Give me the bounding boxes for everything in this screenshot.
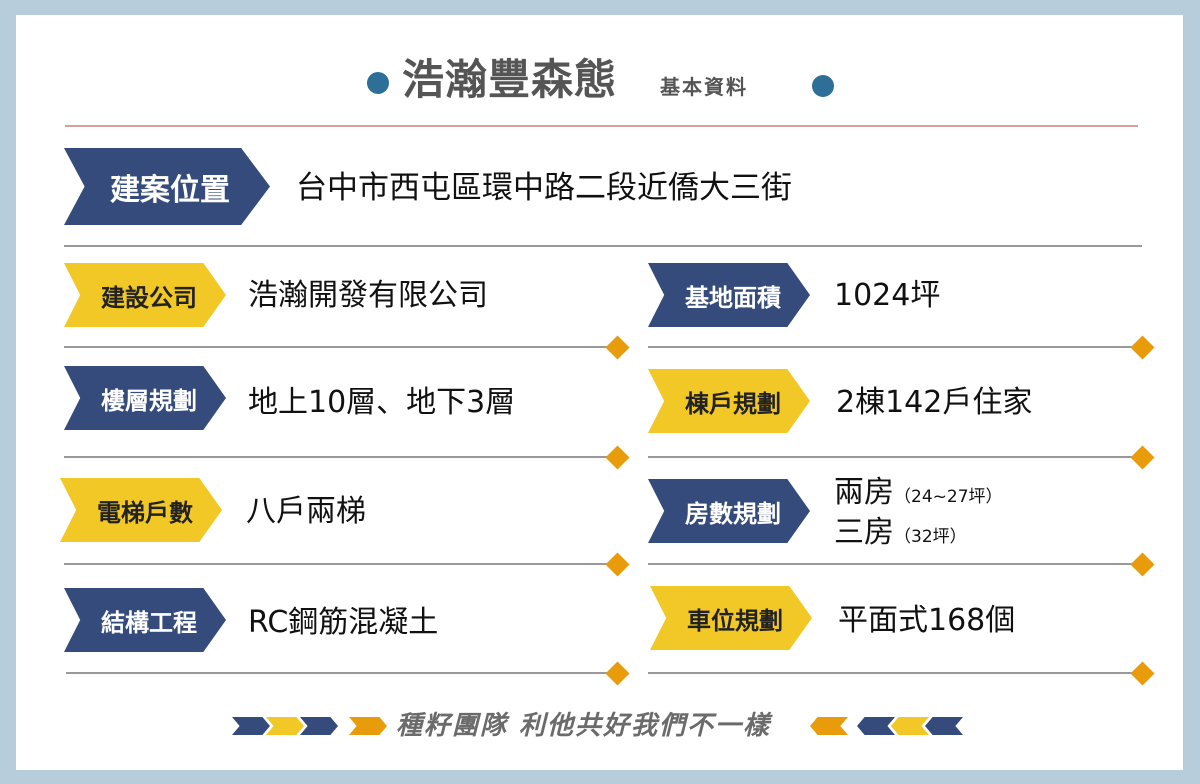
location-label: 建案位置 xyxy=(110,172,230,208)
chevron-right-icon xyxy=(232,717,270,735)
row-divider xyxy=(648,672,1138,674)
elevator-label-tag: 電梯戶數 xyxy=(60,478,222,542)
parking-label: 車位規劃 xyxy=(687,606,783,635)
row-divider xyxy=(648,346,1138,348)
floors-label: 樓層規劃 xyxy=(101,386,197,415)
elevator-label: 電梯戶數 xyxy=(97,498,193,527)
developer-label: 建設公司 xyxy=(101,283,197,312)
room-type-three-main: 三房 xyxy=(834,515,894,550)
row-divider xyxy=(64,563,612,565)
page-title: 浩瀚豐森態 xyxy=(402,55,618,104)
parking-value: 平面式168個 xyxy=(838,603,1016,638)
elevator-value: 八戶兩梯 xyxy=(246,494,366,529)
site-area-label-tag: 基地面積 xyxy=(648,263,810,327)
units-label-tag: 棟戶規劃 xyxy=(648,369,810,433)
site-area-value: 1024坪 xyxy=(834,278,941,313)
developer-label-tag: 建設公司 xyxy=(64,263,226,327)
chevron-left-icon xyxy=(857,717,895,735)
room-type-three: 三房（32坪） xyxy=(834,514,967,556)
room-types-label: 房數規劃 xyxy=(685,499,781,528)
row-divider xyxy=(64,456,612,458)
row-divider xyxy=(64,346,612,348)
room-type-two-main: 兩房 xyxy=(834,475,894,510)
title-divider xyxy=(65,125,1138,127)
room-type-three-size: （32坪） xyxy=(894,527,967,547)
location-value: 台中市西屯區環中路二段近僑大三街 xyxy=(296,170,792,206)
chevron-left-icon xyxy=(925,717,963,735)
chevron-right-icon xyxy=(266,717,304,735)
location-divider xyxy=(64,245,1142,247)
chevron-right-icon xyxy=(349,717,387,735)
footer-banner: 種籽團隊 利他共好我們不一樣 xyxy=(0,708,1200,742)
row-divider xyxy=(66,672,612,674)
room-type-two-size: （24~27坪） xyxy=(894,487,1003,507)
chevron-left-icon xyxy=(810,717,848,735)
floors-label-tag: 樓層規劃 xyxy=(64,366,226,430)
chevron-right-icon xyxy=(300,717,338,735)
room-type-two: 兩房（24~27坪） xyxy=(834,474,1003,516)
row-divider xyxy=(648,456,1138,458)
row-divider xyxy=(648,563,1138,565)
title-bullet-left-icon xyxy=(367,72,389,94)
units-label: 棟戶規劃 xyxy=(685,389,781,418)
structure-label-tag: 結構工程 xyxy=(64,588,226,652)
site-area-label: 基地面積 xyxy=(685,283,781,312)
structure-label: 結構工程 xyxy=(101,608,197,637)
structure-value: RC鋼筋混凝土 xyxy=(248,605,439,640)
title-bullet-right-icon xyxy=(812,75,834,97)
parking-label-tag: 車位規劃 xyxy=(650,586,812,650)
units-value: 2棟142戶住家 xyxy=(836,385,1033,420)
chevron-left-icon xyxy=(891,717,929,735)
page-subtitle: 基本資料 xyxy=(660,75,748,99)
footer-slogan: 種籽團隊 利他共好我們不一樣 xyxy=(396,711,772,741)
room-types-label-tag: 房數規劃 xyxy=(648,479,810,543)
floors-value: 地上10層、地下3層 xyxy=(248,385,516,420)
developer-value: 浩瀚開發有限公司 xyxy=(248,278,488,313)
location-label-tag: 建案位置 xyxy=(64,148,270,225)
